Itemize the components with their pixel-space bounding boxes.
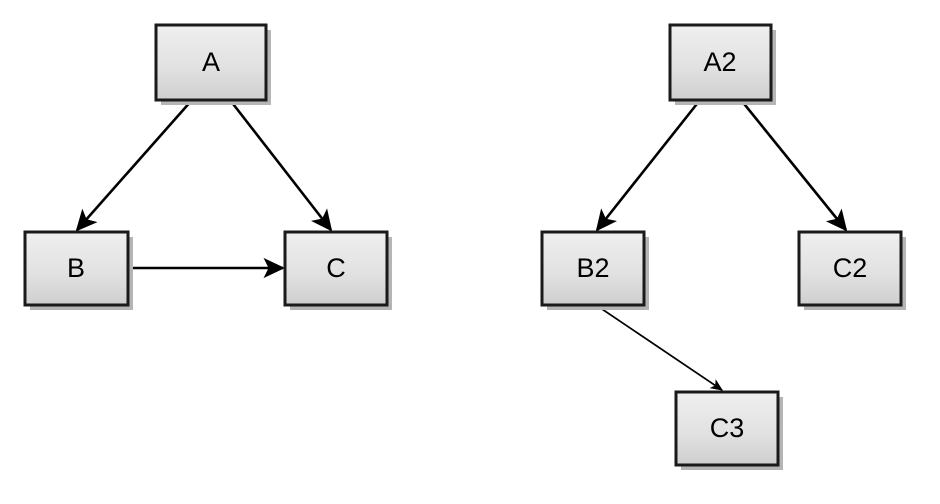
graph-right: A2 B2 C2 C3 xyxy=(540,23,906,470)
edge-group-right xyxy=(595,99,848,391)
edge-b2-to-c3 xyxy=(595,304,723,391)
node-c2-box[interactable] xyxy=(797,230,903,307)
edge-a2-to-c2 xyxy=(739,99,848,232)
node-c2-label: C2 xyxy=(833,253,868,283)
node-c3-box[interactable] xyxy=(674,390,780,467)
node-b-label: B xyxy=(67,253,85,283)
node-a2-box[interactable] xyxy=(668,23,773,102)
node-b2-box[interactable] xyxy=(540,230,646,307)
node-a-box[interactable] xyxy=(154,23,268,102)
node-b2-label: B2 xyxy=(576,253,609,283)
edge-a2-to-b2 xyxy=(595,99,702,232)
node-c2[interactable]: C2 xyxy=(797,230,906,310)
node-b-box[interactable] xyxy=(23,230,130,307)
node-a[interactable]: A xyxy=(154,23,271,105)
node-a2-label: A2 xyxy=(703,47,736,77)
node-a-label: A xyxy=(202,47,220,77)
node-c-label: C xyxy=(326,253,346,283)
node-c3[interactable]: C3 xyxy=(674,390,783,470)
node-b[interactable]: B xyxy=(23,230,133,310)
edge-a-to-c xyxy=(228,99,333,232)
node-c-box[interactable] xyxy=(283,230,389,307)
node-a2[interactable]: A2 xyxy=(668,23,776,105)
node-c[interactable]: C xyxy=(283,230,392,310)
edge-group-left xyxy=(75,99,333,279)
graph-left: A B C xyxy=(23,23,392,310)
node-b2[interactable]: B2 xyxy=(540,230,649,310)
node-c3-label: C3 xyxy=(710,413,745,443)
edge-a-to-b xyxy=(75,99,193,232)
